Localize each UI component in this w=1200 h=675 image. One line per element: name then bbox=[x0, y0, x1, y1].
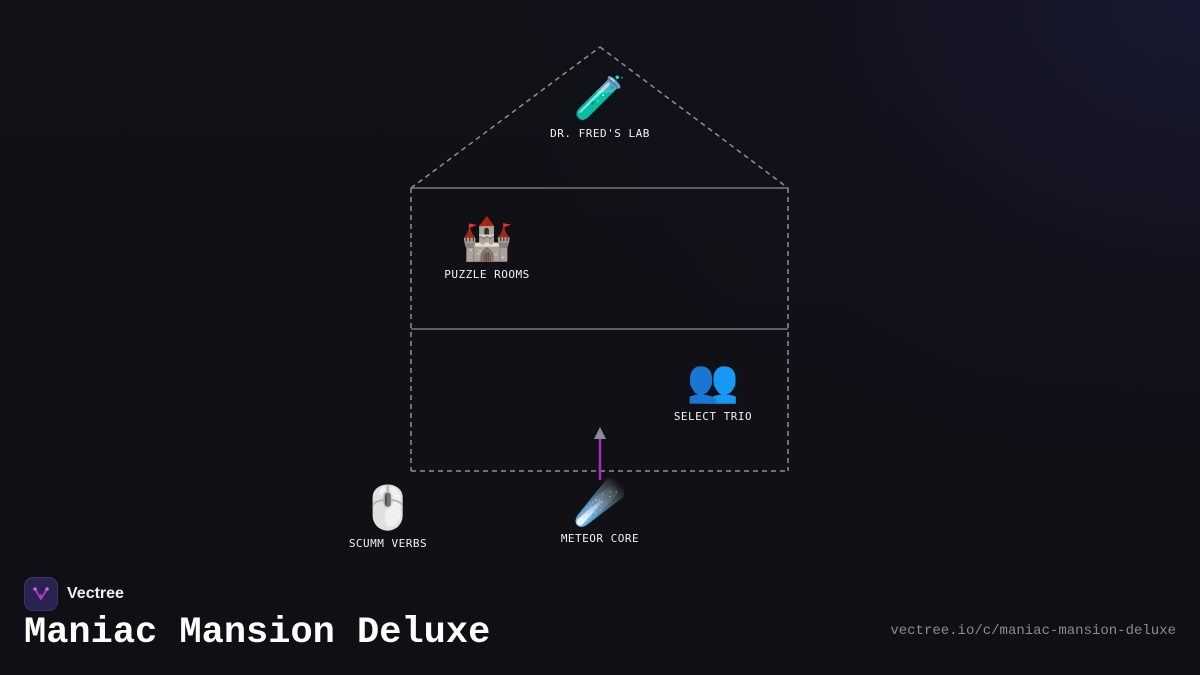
roof-right-edge bbox=[599, 46, 789, 189]
brand: Vectree bbox=[24, 577, 124, 611]
brand-name: Vectree bbox=[67, 585, 124, 602]
vectree-tree-logo-icon bbox=[24, 577, 58, 611]
node-label: SCUMM VERBS bbox=[348, 537, 428, 550]
test-tube-icon: 🧪 bbox=[573, 73, 627, 122]
comet-icon: ☄️ bbox=[573, 478, 627, 527]
node-meteor-core: ☄️ METEOR CORE bbox=[500, 479, 700, 546]
node-scumm-verbs: 🖱️ SCUMM VERBS bbox=[288, 484, 488, 551]
node-puzzle-rooms: 🏰 PUZZLE ROOMS bbox=[387, 215, 587, 282]
mouse-icon: 🖱️ bbox=[361, 483, 415, 532]
node-label: METEOR CORE bbox=[560, 532, 640, 545]
node-select-trio: 👥 SELECT TRIO bbox=[613, 357, 813, 424]
node-label: PUZZLE ROOMS bbox=[444, 268, 530, 281]
node-label: DR. FRED'S LAB bbox=[550, 127, 650, 140]
page-title: Maniac Mansion Deluxe bbox=[24, 612, 491, 654]
node-label: SELECT TRIO bbox=[673, 410, 753, 423]
meteor-connector-arrowhead bbox=[594, 427, 606, 439]
node-dr-freds-lab: 🧪 DR. FRED'S LAB bbox=[500, 74, 700, 141]
people-icon: 👥 bbox=[686, 356, 740, 405]
roof-left-edge bbox=[410, 46, 601, 189]
castle-icon: 🏰 bbox=[460, 214, 514, 263]
page-url[interactable]: vectree.io/c/maniac-mansion-deluxe bbox=[890, 623, 1176, 639]
